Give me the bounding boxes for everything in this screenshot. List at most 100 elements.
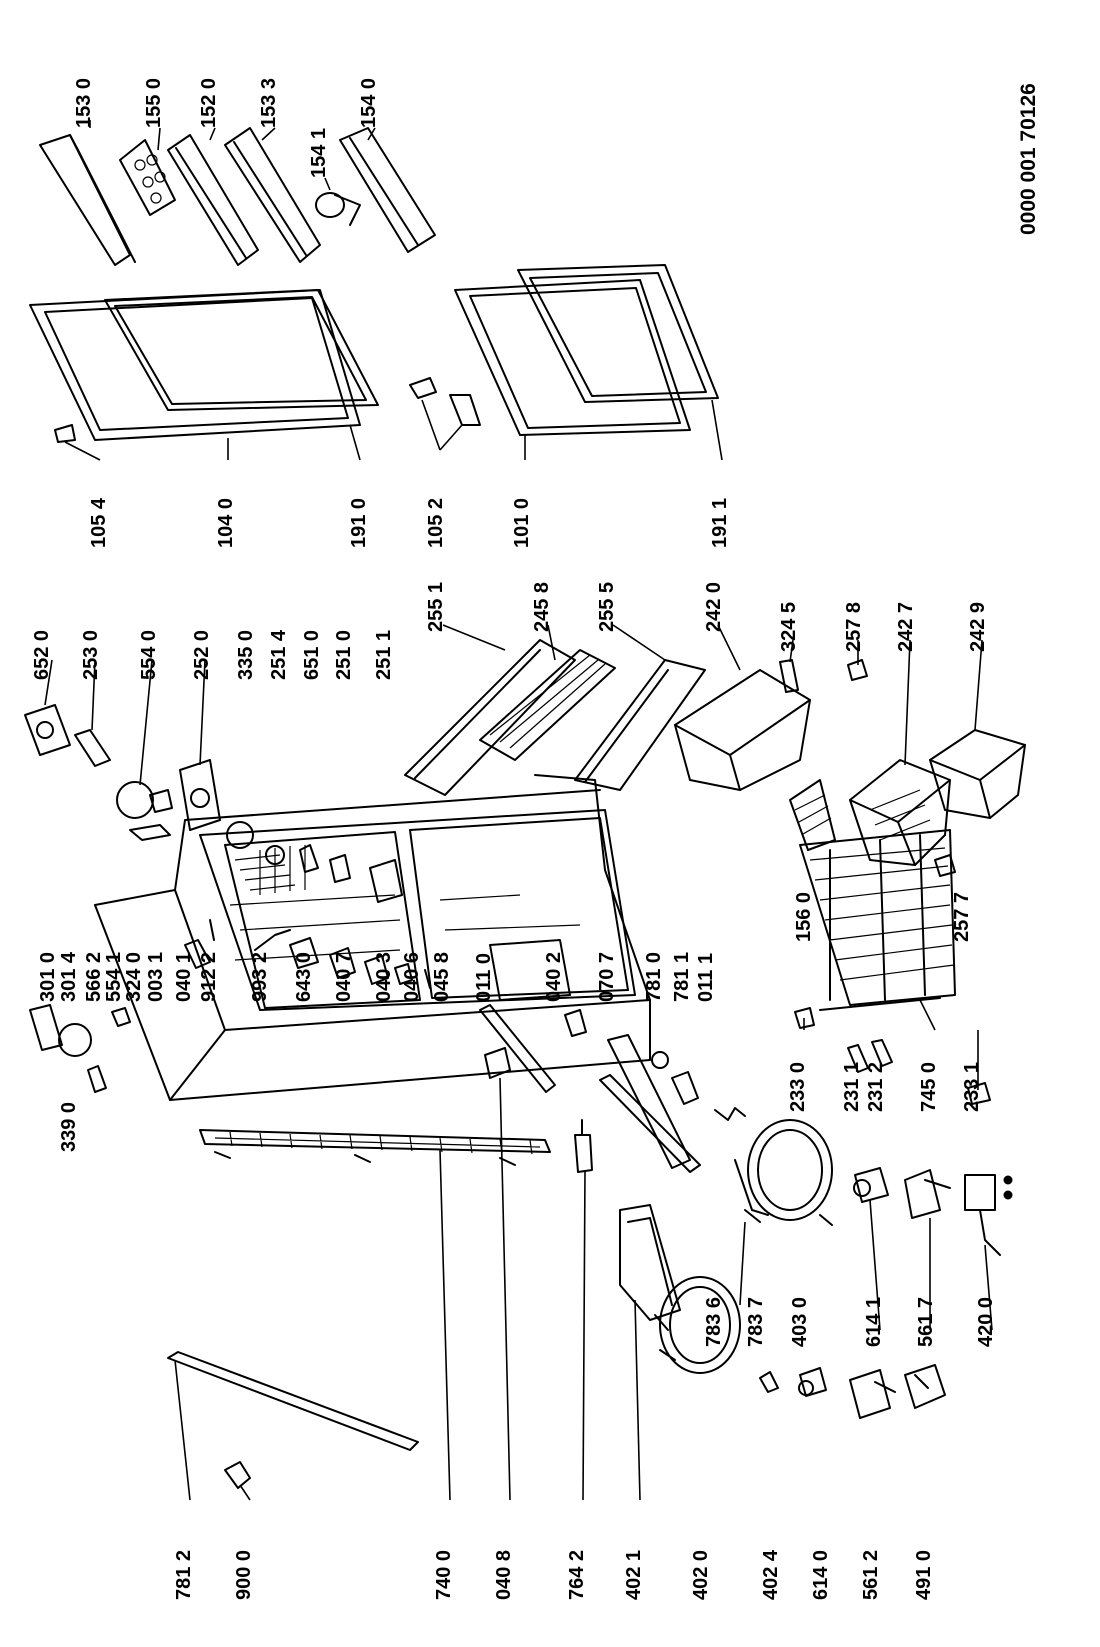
- part-label: 245 8: [531, 582, 553, 632]
- clip-5541-art: [111, 1007, 131, 1027]
- ring-2514-art: [265, 845, 285, 865]
- part-label: 643 0: [293, 952, 315, 1002]
- part-label: 566 2: [83, 952, 105, 1002]
- part-label: 781 1: [671, 952, 693, 1002]
- control-panel-3010-art: [29, 1004, 63, 1051]
- part-label: 900 0: [233, 1550, 255, 1600]
- clips-2330-2331-art: [794, 1007, 991, 1105]
- shelf-2551-art: [404, 639, 576, 796]
- drier-7642-art: [574, 1119, 593, 1173]
- part-label: 242 0: [703, 582, 725, 632]
- lamp-cover-5540-art: [116, 781, 173, 819]
- bracket-0408-art: [484, 1047, 511, 1079]
- plate-6430-art: [289, 937, 319, 969]
- part-label: 651 0: [301, 630, 323, 680]
- part-label: 040 2: [543, 952, 565, 1002]
- screw-0458-art: [424, 969, 431, 989]
- part-label: 191 1: [709, 498, 731, 548]
- part-label: 912 2: [198, 952, 220, 1002]
- part-label: 191 0: [348, 498, 370, 548]
- part-label: 242 9: [967, 602, 989, 652]
- part-label: 652 0: [31, 630, 53, 680]
- door-shelf-1533-art: [224, 127, 321, 263]
- document-number: 0000 001 70126: [1017, 83, 1040, 235]
- crisper-2420-art: [674, 669, 811, 791]
- bulb-6510-art: [299, 844, 319, 873]
- part-labels: 153 0 155 0 152 0 153 3 154 1 154 0 105 …: [31, 78, 997, 1600]
- part-label: 257 8: [843, 602, 865, 652]
- part-label: 153 0: [73, 78, 95, 128]
- overload-5617-art: [904, 1169, 951, 1219]
- relay-6140-art: [798, 1367, 827, 1397]
- crisper-2429-art: [929, 729, 1026, 819]
- part-label: 242 7: [895, 602, 917, 652]
- parts-artwork: [24, 127, 1026, 1489]
- thermostat-6520-art: [24, 704, 71, 756]
- clip-2577-art: [934, 854, 956, 877]
- part-label: 003 1: [145, 952, 167, 1002]
- part-label: 011 1: [695, 953, 717, 1002]
- hinge-0403-art: [364, 955, 389, 985]
- leader-lines: [44, 120, 993, 1501]
- part-label: 040 1: [173, 952, 195, 1002]
- rail-0111-art: [599, 1074, 701, 1173]
- part-label: 781 0: [643, 952, 665, 1002]
- part-label: 764 2: [566, 1550, 588, 1600]
- box-4910-art: [904, 1364, 946, 1409]
- part-label: 783 7: [745, 1297, 767, 1347]
- clip-9000-art: [224, 1461, 251, 1489]
- part-label: 491 0: [913, 1550, 935, 1600]
- part-label: 040 7: [333, 952, 355, 1002]
- box-2511-art: [369, 859, 403, 903]
- part-label: 101 0: [511, 498, 533, 548]
- part-label: 301 4: [58, 951, 80, 1002]
- part-label: 231 1: [841, 1062, 863, 1112]
- part-label: 402 4: [760, 1549, 782, 1600]
- part-label: 040 6: [401, 952, 423, 1002]
- clip-0401-art: [184, 939, 211, 969]
- pipe-7837-art: [734, 1159, 769, 1216]
- part-label: 255 5: [596, 582, 618, 632]
- part-label: 745 0: [918, 1062, 940, 1112]
- part-label: 781 2: [173, 1550, 195, 1600]
- part-label: 324 0: [123, 952, 145, 1002]
- compressor-4030-art: [744, 1119, 833, 1226]
- clips-2311-2312-art: [847, 1039, 893, 1073]
- part-label: 045 8: [431, 952, 453, 1002]
- part-label: 783 6: [703, 1297, 725, 1347]
- part-label: 104 0: [215, 498, 237, 548]
- part-label: 231 2: [865, 1062, 887, 1112]
- upper-gasket-art: [104, 289, 379, 411]
- tube-7812-art: [167, 1351, 419, 1451]
- knob-3350-art: [226, 821, 254, 849]
- compressor-cover-4021-art: [619, 1204, 681, 1321]
- crisper-2427-art: [849, 759, 951, 866]
- cover-0707-art: [607, 1034, 691, 1169]
- part-label: 420 0: [975, 1297, 997, 1347]
- part-label: 152 0: [198, 78, 220, 128]
- part-label: 252 0: [191, 630, 213, 680]
- part-3390-art: [87, 1065, 107, 1093]
- door-shelf-1530-art: [39, 134, 136, 266]
- part-label: 554 1: [103, 952, 125, 1002]
- door-shelf-1540-art: [339, 127, 436, 253]
- bracket-0407-art: [329, 947, 356, 979]
- part-label: 614 0: [810, 1550, 832, 1600]
- lower-gasket-art: [517, 264, 719, 403]
- spacer-7811-art: [671, 1071, 699, 1105]
- ring-5662-art: [58, 1023, 92, 1057]
- evaporator-7450-art: [799, 829, 956, 1011]
- shelf-supports-art: [234, 845, 306, 895]
- part-label: 335 0: [235, 630, 257, 680]
- part-label: 253 0: [80, 630, 102, 680]
- condenser-art: [199, 1129, 551, 1166]
- part-label: 561 2: [860, 1550, 882, 1600]
- shelf-2555-art: [574, 659, 706, 791]
- bottle-holder-art: [315, 192, 361, 226]
- part-label: 105 2: [425, 498, 447, 548]
- part-label: 554 0: [138, 630, 160, 680]
- part-label: 105 4: [88, 497, 110, 548]
- clip-4024-art: [759, 1371, 779, 1393]
- part-label: 993 2: [249, 952, 271, 1002]
- part-label: 614 1: [863, 1297, 885, 1347]
